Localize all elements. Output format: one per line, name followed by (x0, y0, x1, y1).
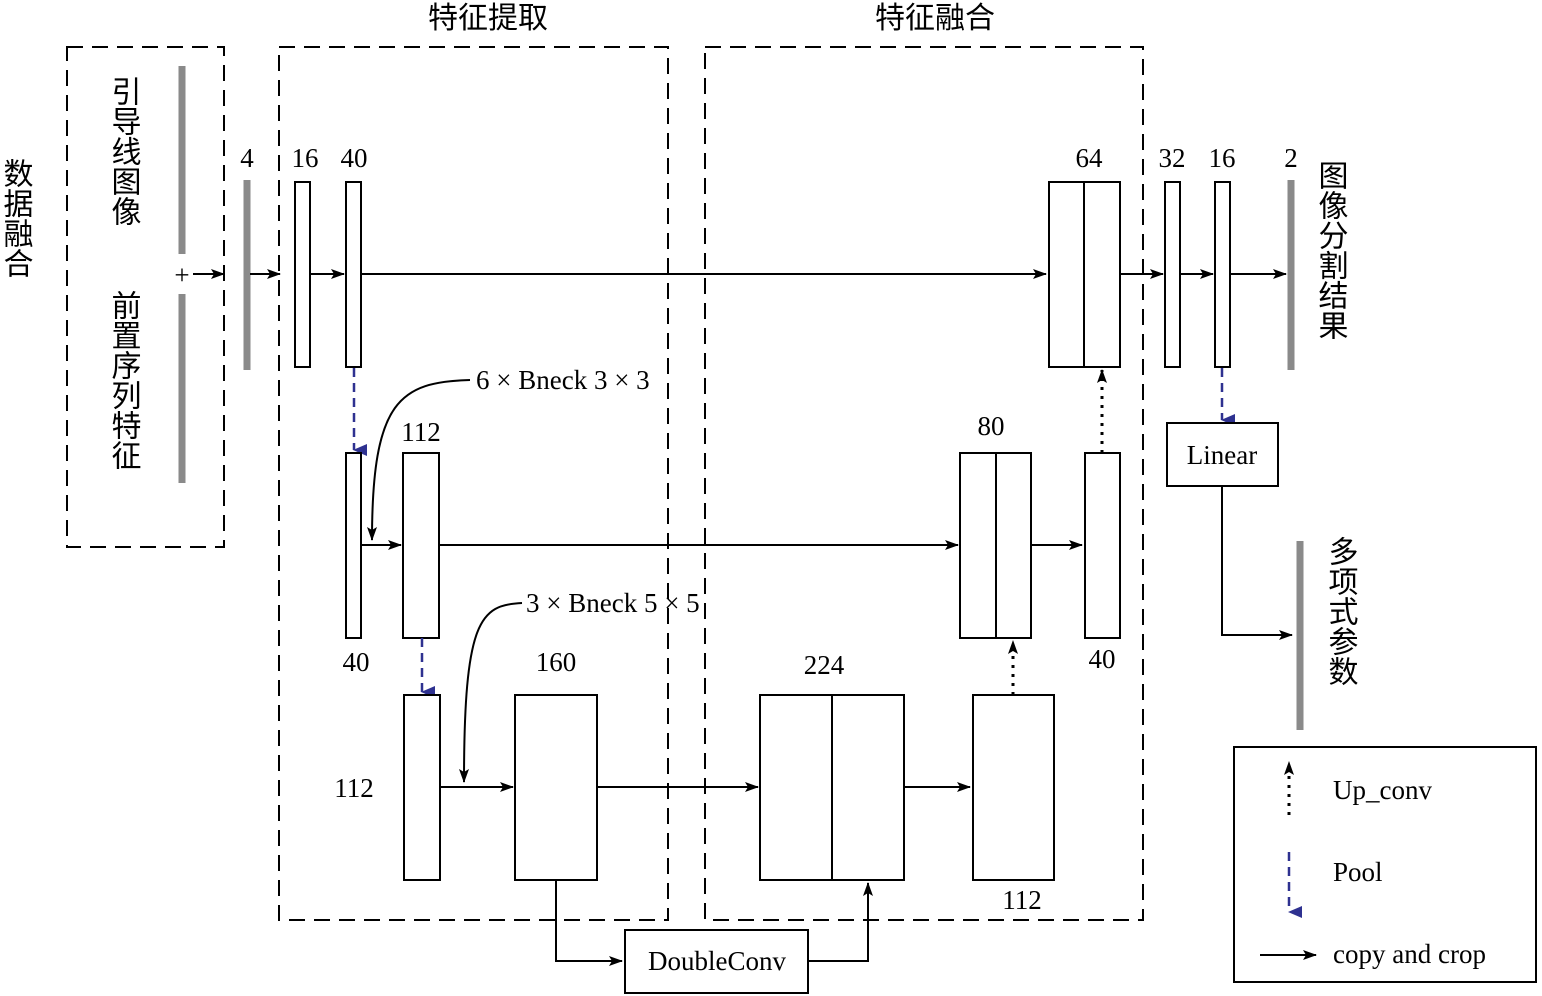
dec3-concat-a (759, 694, 833, 881)
channel-label-e3a: 112 (334, 773, 374, 803)
segmentation-result-label: 图像分割结果 (1313, 160, 1349, 340)
channel-label-d3: 224 (804, 650, 845, 680)
arrow-linear-to-params (1221, 486, 1293, 640)
polynomial-params-label: 多项式参数 (1323, 536, 1359, 686)
feature-fusion-region (704, 46, 1144, 921)
doubleconv-label: DoubleConv (648, 946, 786, 976)
feature-extraction-region (278, 46, 669, 921)
channel-label-e1a: 16 (292, 143, 319, 173)
feature-extraction-title: 特征提取 (428, 1, 548, 36)
enc1-block-a (294, 181, 311, 368)
plus-sign: + (174, 260, 189, 290)
legend-box (1233, 746, 1537, 983)
channel-label-o2: 16 (1209, 143, 1236, 173)
channel-label-d2: 80 (978, 411, 1005, 441)
legend-upconv-label: Up_conv (1333, 775, 1432, 805)
dec1-concat-b (1083, 181, 1121, 368)
data-fusion-label: 数据融合 (0, 158, 34, 278)
channel-label-e2b: 112 (401, 417, 441, 447)
legend: Up_conv Pool copy and crop (1233, 746, 1537, 983)
linear-label: Linear (1187, 440, 1257, 470)
channel-label-d1: 64 (1076, 143, 1104, 173)
dec2-concat-a (959, 452, 997, 639)
channel-label-out: 2 (1284, 143, 1298, 173)
feature-fusion-title: 特征融合 (875, 1, 995, 36)
dec3-concat-b (831, 694, 905, 881)
arrow-e3-to-doubleconv (555, 880, 623, 966)
channel-label-e1b: 40 (341, 143, 368, 173)
arrow-doubleconv-to-d3 (808, 882, 873, 962)
enc2-block-a (345, 452, 362, 639)
doubleconv-box (624, 929, 809, 994)
dec2-out-block (1084, 452, 1121, 639)
bneck3-label: 6 × Bneck 3 × 3 (476, 365, 650, 395)
linear-box (1166, 422, 1279, 487)
dec1-concat-a (1048, 181, 1085, 368)
channel-label-input: 4 (240, 143, 254, 173)
out-block-a (1164, 181, 1181, 368)
bneck5-pointer (459, 602, 523, 783)
channel-label-o1: 32 (1159, 143, 1186, 173)
out-block-b (1214, 181, 1231, 368)
channel-label-d3out: 112 (1002, 885, 1042, 915)
data-fusion-region (66, 46, 225, 548)
enc3-block-b (514, 694, 598, 881)
dec3-out-block (972, 694, 1055, 881)
prior-features-label: 前置序列特征 (106, 290, 142, 470)
bneck5-label: 3 × Bneck 5 × 5 (526, 588, 700, 618)
dec2-concat-b (995, 452, 1032, 639)
legend-copy-label: copy and crop (1333, 939, 1486, 969)
channel-label-e3b: 160 (536, 647, 577, 677)
channel-label-e2a: 40 (343, 647, 370, 677)
enc1-block-b (345, 181, 362, 368)
guide-image-label: 引导线图像 (106, 76, 142, 226)
channel-label-d2out: 40 (1089, 644, 1116, 674)
enc2-block-b (402, 452, 440, 639)
bneck3-pointer (367, 379, 471, 541)
enc3-block-a (403, 694, 441, 881)
legend-pool-label: Pool (1333, 857, 1383, 887)
